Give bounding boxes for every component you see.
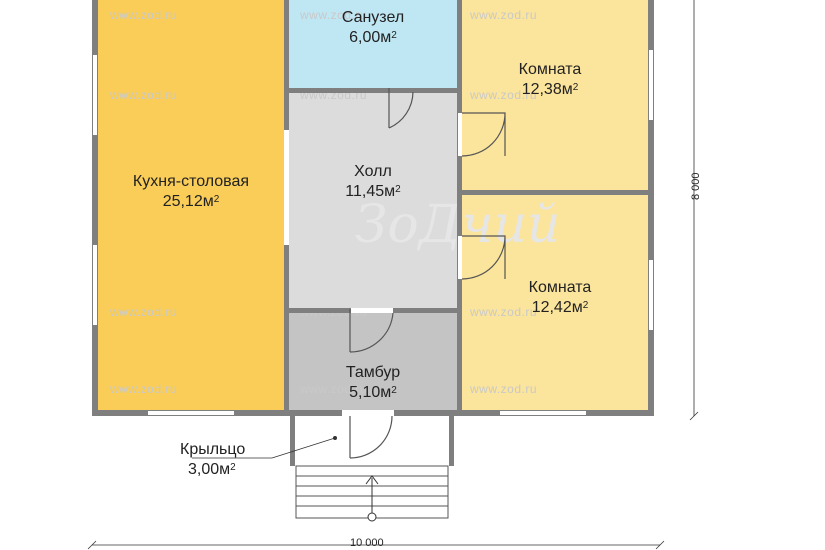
watermark: www.zod.ru xyxy=(110,305,178,319)
room-name: Тамбур xyxy=(345,364,401,381)
window-room2-bottom xyxy=(500,411,586,415)
watermark: www.zod.ru xyxy=(470,382,538,396)
room-vestibule xyxy=(289,313,457,410)
room-area: 6,00м2 xyxy=(349,29,397,46)
wall-bath-hall xyxy=(289,88,457,93)
doorway-kitchen-hall xyxy=(284,130,289,245)
watermark: www.zod.ru xyxy=(300,8,368,22)
room-area: 12,38м2 xyxy=(521,81,579,98)
wall-left xyxy=(92,0,98,416)
room-bathroom xyxy=(289,0,457,88)
label-porch: Крыльцо 3,00м2 xyxy=(180,440,270,480)
wall-room1-room2 xyxy=(462,190,648,195)
room-area: 12,42м2 xyxy=(531,299,589,316)
label-kitchen: Кухня-столовая 25,12м2 xyxy=(98,172,284,212)
room-kitchen xyxy=(98,0,284,410)
room-name: Санузел xyxy=(341,9,405,26)
room-name: Комната xyxy=(528,279,592,296)
window-right-1 xyxy=(649,50,653,120)
window-kitchen-left-2 xyxy=(93,245,97,325)
room-hall xyxy=(289,93,457,308)
wall-right xyxy=(648,0,654,416)
room-area: 11,45м2 xyxy=(345,183,401,200)
watermark: www.zod.ru xyxy=(110,88,178,102)
label-hall: Холл 11,45м2 xyxy=(289,162,457,202)
watermark: www.zod.ru xyxy=(470,305,538,319)
window-right-2 xyxy=(649,260,653,330)
dimension-width: 10 000 xyxy=(350,537,384,549)
room-2 xyxy=(462,195,648,410)
label-vestibule: Тамбур 5,10м2 xyxy=(289,363,457,403)
dimension-height: 8 000 xyxy=(690,172,702,200)
window-kitchen-bottom xyxy=(148,411,234,415)
label-bathroom: Санузел 6,00м2 xyxy=(289,8,457,48)
room-area: 25,12м2 xyxy=(162,193,220,210)
room-area: 3,00м2 xyxy=(188,461,236,478)
window-kitchen-left-1 xyxy=(93,55,97,135)
label-room1: Комната 12,38м2 xyxy=(470,60,630,100)
room-name: Комната xyxy=(518,61,582,78)
doorway-bottom-entry xyxy=(342,410,394,416)
watermark: www.zod.ru xyxy=(470,88,538,102)
room-1 xyxy=(462,0,648,190)
watermark: www.zod.ru xyxy=(110,8,178,22)
wall-hall-rooms xyxy=(457,0,462,410)
label-room2: Комната 12,42м2 xyxy=(475,278,645,318)
watermark: www.zod.ru xyxy=(110,382,178,396)
room-name: Крыльцо xyxy=(180,441,246,458)
room-name: Холл xyxy=(354,163,392,180)
room-area: 5,10м2 xyxy=(349,384,397,401)
watermark: www.zod.ru xyxy=(470,8,538,22)
room-name: Кухня-столовая xyxy=(132,173,250,190)
watermark: www.zod.ru xyxy=(300,382,368,396)
